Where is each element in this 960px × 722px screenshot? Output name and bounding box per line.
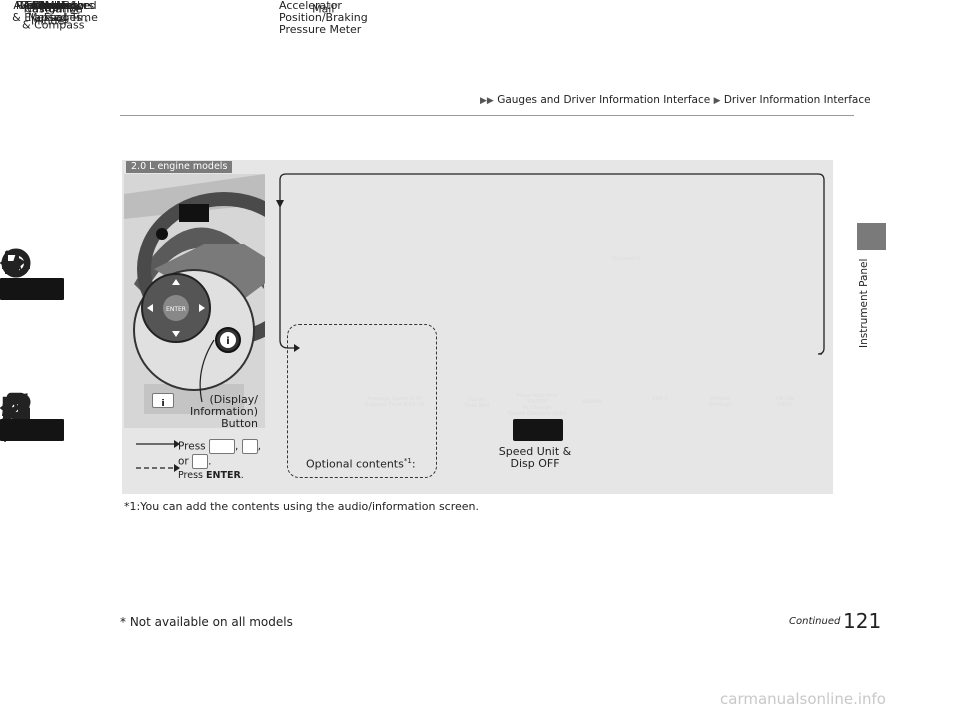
- legend-press: Press , ,: [178, 439, 262, 454]
- audio-screen-text: 106.7: [652, 396, 668, 402]
- compass-icon: [0, 247, 32, 279]
- stopwatch-screen-text: Stopwatch: [611, 256, 641, 262]
- svg-text:i: i: [226, 336, 229, 347]
- breadcrumb-arrow-icon: ▶: [713, 96, 721, 106]
- avg-speed-screen-text: Average Speed B 45 Elapsed Time B 01:25: [365, 396, 425, 408]
- item-label: Accelerator Position/Braking Pressure Me…: [279, 0, 368, 36]
- header-rule: [120, 115, 854, 116]
- item-label: G-Meter: [32, 0, 78, 12]
- display-off-screen: [513, 419, 563, 441]
- item-label: Phone: [37, 0, 73, 12]
- legend-press-enter: Press ENTER.: [178, 470, 244, 481]
- phone-screen-text: AAAAA: [582, 399, 602, 405]
- item-label: Speed Unit & Disp OFF: [498, 445, 572, 470]
- page-number: 121: [843, 609, 882, 633]
- watermark: carmanualsonline.info: [720, 690, 886, 708]
- optional-contents-box: [287, 324, 437, 478]
- item-label: Navigation*& Compass*: [22, 2, 88, 32]
- breadcrumb-arrow-icon: ▶▶: [480, 96, 494, 106]
- breadcrumb-item-2[interactable]: Driver Information Interface: [723, 94, 871, 106]
- speed-unit-screen-text: Press And Hold "ENTER" To Change Speed D…: [507, 393, 567, 417]
- cycle-frame: [262, 172, 830, 362]
- not-available-note: * Not available on all models: [120, 615, 293, 629]
- display-screen: [0, 278, 64, 300]
- svg-text:ENTER: ENTER: [166, 306, 186, 313]
- engine-tag: 2.0 L engine models: [126, 161, 233, 173]
- svg-text:i: i: [161, 399, 164, 409]
- section-label: Instrument Panel: [858, 258, 870, 348]
- item-label: Customize*: [24, 2, 86, 16]
- optional-contents-label: Optional contents*1:: [306, 457, 416, 471]
- item-label: Mail*: [312, 2, 338, 16]
- seatbelt-screen-text: Fasten Seat Belt: [464, 397, 490, 409]
- section-tab: [857, 223, 886, 250]
- item-label: Audio: [39, 0, 71, 12]
- display-screen: [0, 419, 64, 441]
- oil-life-screen-text: Oil Life 100%: [775, 396, 795, 408]
- left-button-icon: [241, 439, 258, 454]
- item-label: Average Speed & Elapsed Time: [12, 0, 98, 24]
- item-label: Stopwatch: [25, 0, 85, 12]
- callout-line: [199, 339, 215, 403]
- customize-screen-text: Vehicle Settings: [708, 396, 732, 408]
- display-info-button-label: (Display/ Information) Button: [190, 393, 258, 430]
- display-info-button-icon: i: [152, 393, 174, 409]
- legend-or: or .: [178, 454, 212, 469]
- wrench-icon: [0, 392, 32, 424]
- continued-label: Continued: [789, 616, 841, 627]
- item-label: Rev Indicators: [15, 0, 95, 12]
- breadcrumb: ▶▶ Gauges and Driver Information Interfa…: [480, 94, 871, 106]
- info-button-icon: [208, 439, 235, 454]
- right-button-icon: [192, 454, 209, 469]
- legend-arrows: [136, 440, 180, 472]
- footnote: *1:You can add the contents using the au…: [124, 500, 480, 513]
- item-label: Warning Messages: [28, 0, 82, 24]
- item-label: Turbo Meter: [22, 0, 88, 12]
- item-label: Maintenance MinderTM: [19, 0, 91, 28]
- breadcrumb-item-1[interactable]: Gauges and Driver Information Interface: [497, 94, 711, 106]
- control-pad-zoom: ENTER i: [132, 268, 256, 392]
- item-label: Range & Fuel: [31, 0, 79, 24]
